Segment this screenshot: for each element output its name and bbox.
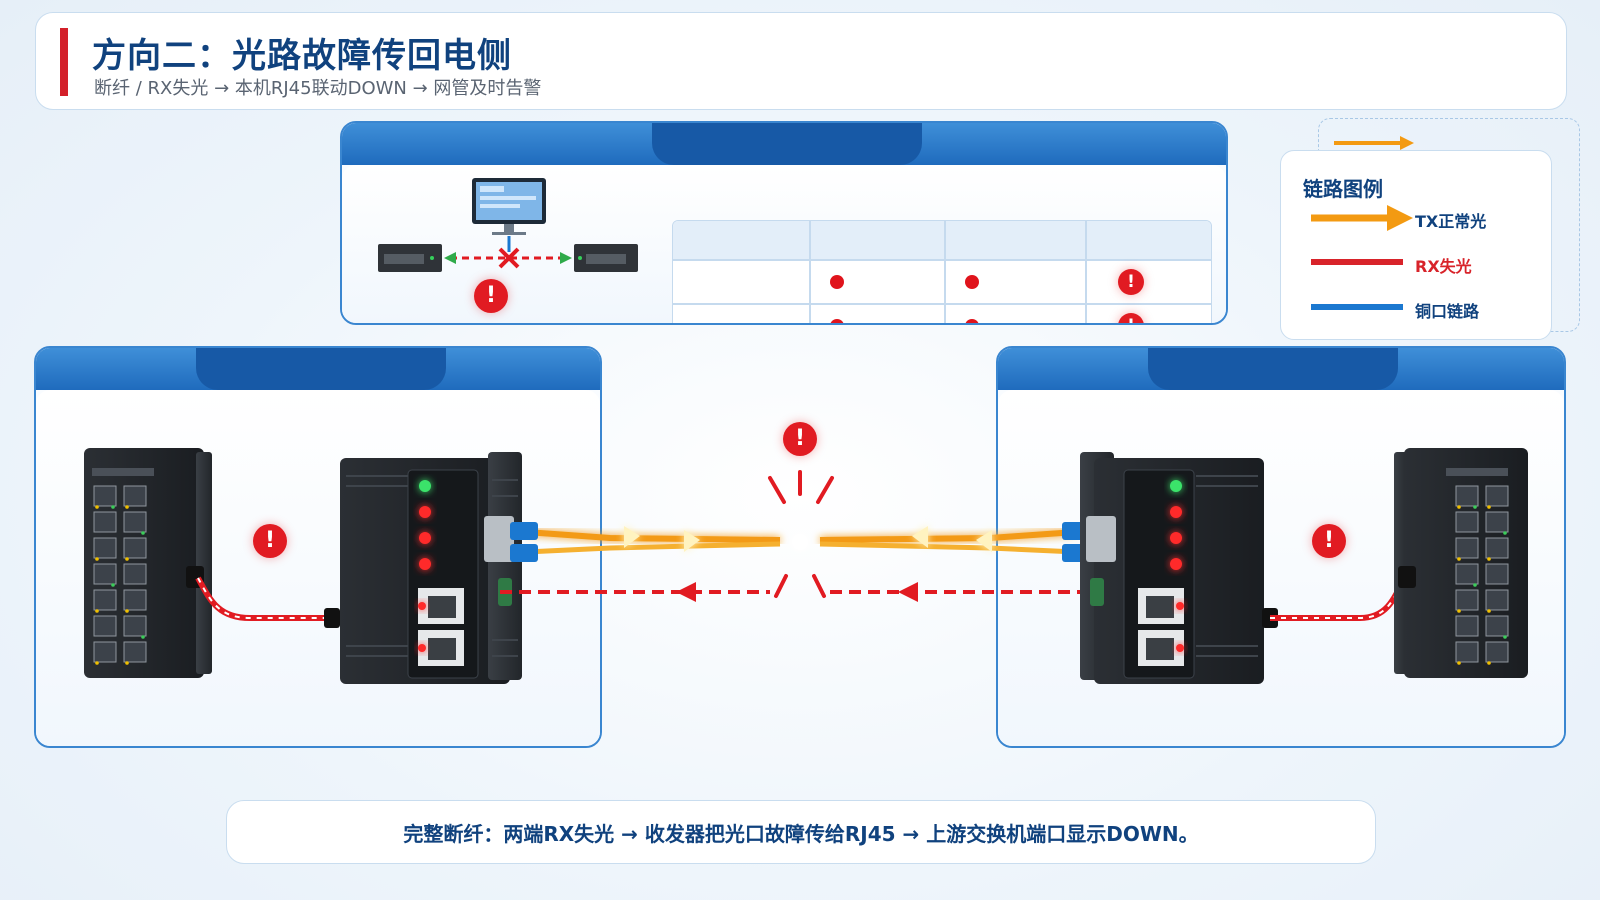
legend-rx-line — [1311, 259, 1403, 265]
right-media-converter — [1080, 452, 1264, 684]
mini-alert-icon: ! — [474, 279, 508, 313]
mini-switch-right — [574, 244, 638, 272]
legend-ghost-arrow — [1334, 136, 1414, 150]
status-alert-icon: ! — [1118, 269, 1144, 295]
conclusion-card: 完整断纤：两端RX失光 → 收发器把光口故障传给RJ45 → 上游交换机端口显示… — [226, 800, 1376, 864]
left-copper-cable — [195, 576, 336, 621]
status-table: ! ! — [672, 220, 1212, 323]
legend-label-copper: 铜口链路 — [1415, 302, 1480, 321]
status-dot — [830, 319, 844, 323]
right-panel-tab — [1148, 348, 1398, 390]
mini-topology — [378, 178, 638, 272]
legend-tx-arrow — [1311, 205, 1413, 231]
fiber-break-burst — [768, 470, 834, 598]
right-tx-fiber — [819, 522, 1090, 562]
status-panel-body: ! ! ! — [342, 165, 1226, 323]
left-panel-tab — [196, 348, 446, 390]
break-alert-icon: ! — [783, 422, 817, 456]
mini-switch-left — [378, 244, 442, 272]
left-copper-alert-icon: ! — [253, 524, 287, 558]
left-media-converter — [340, 452, 522, 684]
page-title: 方向二：光路故障传回电侧 — [92, 36, 512, 76]
legend-card: 链路图例 TX正常光 RX失光 铜口链路 — [1280, 150, 1552, 340]
header-card — [35, 12, 1567, 110]
status-dot — [830, 275, 844, 289]
status-dot — [965, 275, 979, 289]
legend-label-tx: TX正常光 — [1415, 212, 1487, 231]
status-alert-icon: ! — [1118, 313, 1144, 323]
legend-title: 链路图例 — [1303, 177, 1383, 201]
conclusion-text: 完整断纤：两端RX失光 → 收发器把光口故障传给RJ45 → 上游交换机端口显示… — [403, 821, 1199, 846]
status-panel: ! ! ! — [340, 121, 1228, 325]
legend-label-rx: RX失光 — [1415, 257, 1472, 276]
right-ethernet-switch — [1394, 448, 1528, 678]
left-tx-fiber — [510, 522, 781, 562]
left-ethernet-switch — [84, 448, 212, 678]
status-panel-tab — [652, 123, 922, 165]
left-rx-lost-line — [500, 582, 770, 602]
right-rx-lost-line — [830, 582, 1100, 602]
legend-copper-line — [1311, 304, 1403, 310]
status-dot — [965, 319, 979, 323]
header-accent-bar — [60, 28, 68, 96]
break-x-icon — [498, 247, 520, 269]
right-copper-alert-icon: ! — [1312, 524, 1346, 558]
monitor-icon — [472, 178, 546, 235]
right-copper-cable — [1270, 576, 1407, 621]
page-subtitle: 断纤 / RX失光 → 本机RJ45联动DOWN → 网管及时告警 — [94, 78, 542, 99]
status-table-header — [673, 221, 1211, 259]
